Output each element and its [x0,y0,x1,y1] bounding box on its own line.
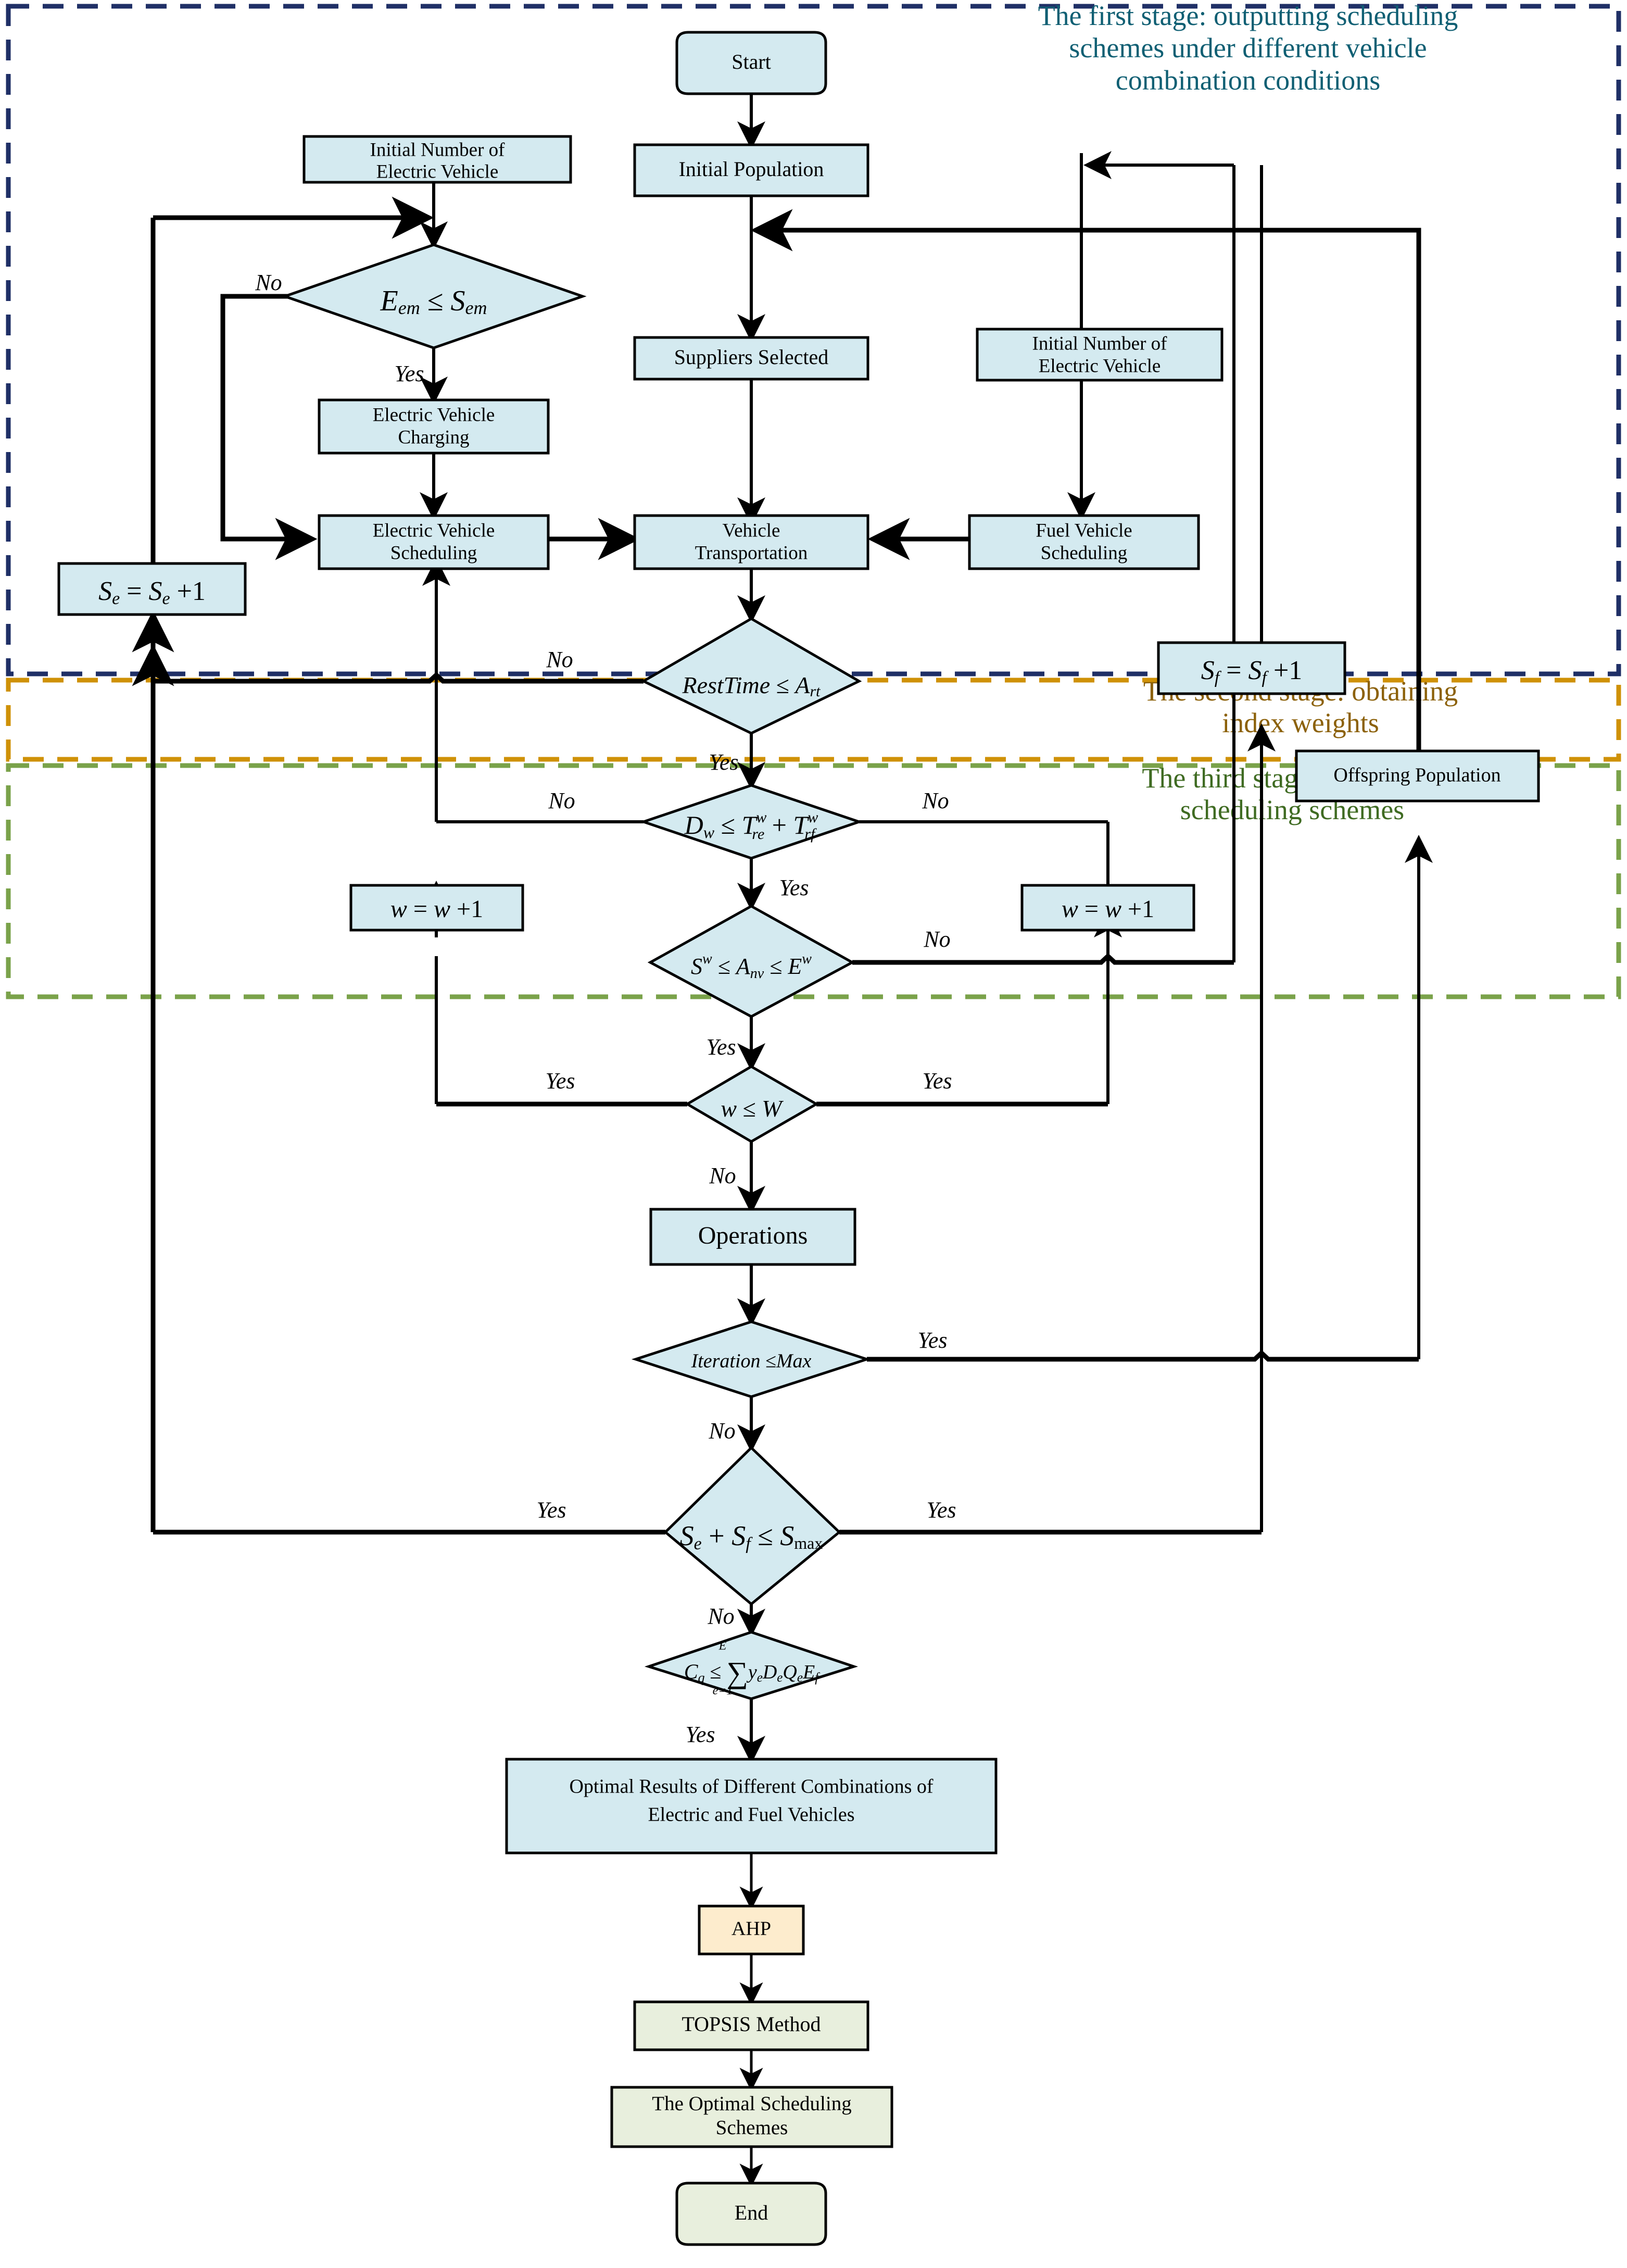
node-optimal-results-line1: Optimal Results of Different Combination… [569,1776,933,1798]
node-decision-w-le-W[interactable]: w ≤ W [685,1065,819,1143]
edge-label-wW-yes-left: Yes [545,1068,575,1094]
node-offspring-population-label: Offspring Population [1333,765,1500,786]
node-se-increment-label: Se = Se +1 [98,577,206,608]
edge-label-sw-yes: Yes [706,1034,736,1060]
node-electric-vehicle-charging[interactable]: Electric Vehicle Charging [318,398,550,455]
stage-1-title-line-1: The first stage: outputting scheduling [1038,0,1458,31]
stage-1-title-line-2: schemes under different vehicle [1069,32,1427,64]
stage-3-border [6,763,1621,999]
node-suppliers-selected[interactable]: Suppliers Selected [633,336,869,381]
edge-offspring-to-population [750,209,1421,763]
node-decision-resttime[interactable]: RestTime ≤ Art [640,617,862,735]
stage-1-title-line-3: combination conditions [1116,65,1380,96]
node-initial-number-electric-vehicle-left[interactable]: Initial Number of Electric Vehicle [302,135,572,184]
node-start-label: Start [731,50,771,73]
node-initial-ev-right-line2: Electric Vehicle [1039,355,1161,377]
node-ev-scheduling-line1: Electric Vehicle [373,520,495,541]
node-fuel-scheduling-line2: Scheduling [1041,542,1127,563]
node-electric-vehicle-scheduling[interactable]: Electric Vehicle Scheduling [318,514,550,570]
node-sf-increment[interactable]: Sf = Sf +1 [1157,641,1346,695]
node-ev-charging-line1: Electric Vehicle [373,404,495,425]
node-suppliers-selected-label: Suppliers Selected [674,345,829,369]
edge-label-smax-yes-right: Yes [926,1497,956,1523]
svg-text:combination conditions: combination conditions [1116,65,1380,96]
node-optimal-schemes-line2: Schemes [716,2116,788,2139]
node-start[interactable]: Start [675,31,827,95]
node-decision-eem[interactable]: Eem ≤ Sem [281,243,587,349]
node-decision-cq-sum-lower: e=1 [713,1684,733,1698]
node-vehicle-transportation-line2: Transportation [695,542,808,563]
node-operations[interactable]: Operations [649,1208,856,1266]
node-decision-iteration-label: Iteration ≤Max [691,1350,812,1372]
node-operations-label: Operations [698,1222,808,1249]
node-vehicle-transportation-line1: Vehicle [723,520,780,541]
edge-label-cq-yes: Yes [685,1722,715,1747]
edge-label-resttime-yes: Yes [709,749,738,775]
node-offspring-population[interactable]: Offspring Population [1295,749,1540,803]
node-fuel-vehicle-scheduling[interactable]: Fuel Vehicle Scheduling [968,514,1200,570]
edge-label-iteration-no: No [708,1418,735,1444]
node-initial-ev-left-line2: Electric Vehicle [376,161,499,182]
node-initial-ev-left-line1: Initial Number of [370,139,506,160]
node-sf-increment-label: Sf = Sf +1 [1201,656,1303,687]
edge-label-eem-yes: Yes [394,361,424,386]
node-decision-sw[interactable]: Sw ≤ Anv ≤ Ew [647,905,855,1018]
svg-text:index weights: index weights [1222,707,1379,738]
node-decision-cq[interactable]: Cq ≤ ∑yeDeQeEf E e=1 [644,1631,859,1700]
node-decision-resttime-label: RestTime ≤ Art [682,672,821,700]
edge-label-sw-no: No [923,926,950,952]
node-w-increment-right-label: w = w +1 [1062,895,1154,923]
node-decision-eem-label: Eem ≤ Sem [380,285,487,318]
node-decision-cq-sum-upper: E [718,1639,727,1653]
node-w-increment-right[interactable]: w = w +1 [1020,884,1195,932]
node-optimal-results-line2: Electric and Fuel Vehicles [648,1804,854,1826]
node-topsis-label: TOPSIS Method [682,2012,821,2036]
node-decision-iteration[interactable]: Iteration ≤Max [631,1320,872,1398]
node-end-label: End [735,2201,768,2224]
svg-text:The first stage: outputting sc: The first stage: outputting scheduling [1038,0,1458,31]
edge-label-smax-yes-left: Yes [536,1497,566,1523]
edge-label-smax-no: No [707,1603,734,1629]
node-w-increment-left-label: w = w +1 [390,895,483,923]
node-optimal-schemes-line1: The Optimal Scheduling [652,2092,851,2115]
svg-text:schemes under different vehic: schemes under different vehicle [1069,32,1427,64]
node-w-increment-left[interactable]: w = w +1 [349,884,524,932]
stage-1-title: The first stage: outputting scheduling s… [1038,0,1458,96]
node-initial-population-label: Initial Population [679,157,824,181]
node-decision-sw-label: Sw ≤ Anv ≤ Ew [691,951,812,982]
node-ev-charging-line2: Charging [398,427,469,448]
node-ev-scheduling-line2: Scheduling [390,542,477,563]
stage-2-title-line-2: index weights [1222,707,1379,738]
node-ahp-label: AHP [731,1918,771,1940]
edge-label-dw-no-right: No [922,788,949,813]
node-ahp[interactable]: AHP [698,1904,805,1956]
node-topsis[interactable]: TOPSIS Method [633,2000,869,2051]
node-end[interactable]: End [675,2182,827,2246]
node-initial-number-electric-vehicle-right[interactable]: Initial Number of Electric Vehicle [976,328,1224,382]
edge-label-eem-no: No [255,270,282,295]
node-decision-w-le-W-label: w ≤ W [721,1095,784,1122]
node-fuel-scheduling-line1: Fuel Vehicle [1036,520,1132,541]
node-decision-cq-label: Cq ≤ ∑yeDeQeEf [684,1656,820,1689]
stage-1-border [6,4,1621,676]
edge-label-wW-yes-right: Yes [922,1068,952,1094]
node-initial-ev-right-line1: Initial Number of [1032,333,1168,354]
node-vehicle-transportation[interactable]: Vehicle Transportation [633,514,869,570]
node-decision-smax[interactable]: Se + Sf ≤ Smax [663,1446,841,1606]
node-optimal-schemes[interactable]: The Optimal Scheduling Schemes [610,2086,893,2148]
edge-label-resttime-no: No [546,647,573,672]
edge-label-wW-no: No [709,1163,736,1188]
edge-label-dw-yes: Yes [779,875,809,900]
edge-label-iteration-yes: Yes [917,1327,947,1353]
node-optimal-results[interactable]: Optimal Results of Different Combination… [505,1758,998,1855]
node-se-increment[interactable]: Se = Se +1 [57,562,247,616]
edge-label-dw-no-left: No [548,788,575,813]
node-initial-population[interactable]: Initial Population [633,143,869,197]
node-decision-smax-label: Se + Sf ≤ Smax [680,1520,823,1553]
